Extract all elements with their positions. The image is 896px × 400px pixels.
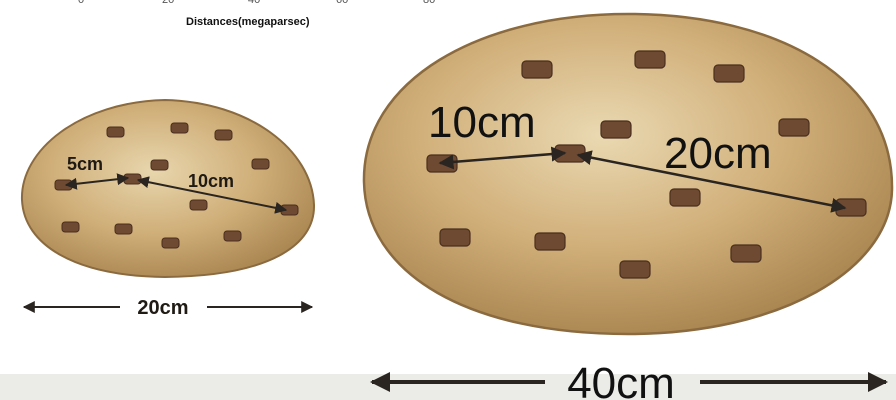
raisin <box>635 51 665 68</box>
large-width-label: 40cm <box>567 359 675 400</box>
large-loaf-body <box>364 14 892 334</box>
small-loaf: 5cm 10cm <box>22 100 314 277</box>
raisin <box>779 119 809 136</box>
raisin <box>162 238 179 248</box>
raisin <box>535 233 565 250</box>
raisin <box>714 65 744 82</box>
raisin <box>215 130 232 140</box>
raisin <box>151 160 168 170</box>
raisin <box>670 189 700 206</box>
large-label-a: 10cm <box>428 98 536 147</box>
small-width-dimension: 20cm <box>24 297 312 319</box>
small-label-a: 5cm <box>67 154 103 174</box>
large-loaf: 10cm 20cm <box>364 14 892 334</box>
raisin <box>107 127 124 137</box>
raisin <box>522 61 552 78</box>
small-width-label: 20cm <box>137 297 188 319</box>
raisin <box>620 261 650 278</box>
raisin <box>224 231 241 241</box>
raisin <box>252 159 269 169</box>
small-label-b: 10cm <box>188 171 234 191</box>
raisin <box>171 123 188 133</box>
raisin <box>62 222 79 232</box>
raisin <box>601 121 631 138</box>
raisin <box>731 245 761 262</box>
raisin <box>115 224 132 234</box>
raisin <box>190 200 207 210</box>
large-width-dimension: 40cm <box>372 359 886 400</box>
raisin <box>440 229 470 246</box>
large-label-b: 20cm <box>664 129 772 178</box>
